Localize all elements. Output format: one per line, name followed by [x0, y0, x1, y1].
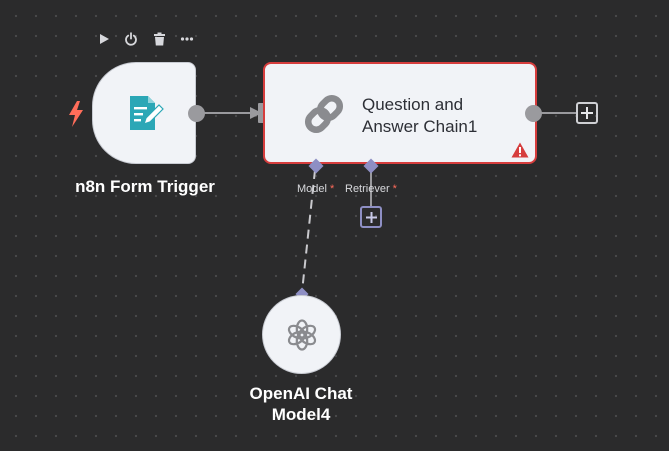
openai-model-label: OpenAI Chat Model4 [216, 383, 386, 425]
lightning-icon [69, 101, 83, 127]
add-output-node-button[interactable] [576, 102, 598, 124]
node-qa-chain[interactable]: Question and Answer Chain1 [263, 62, 537, 164]
power-icon [125, 32, 137, 46]
openai-icon [287, 318, 316, 351]
form-edit-icon [130, 96, 164, 130]
chain-title-line2: Answer Chain1 [362, 117, 478, 136]
play-icon [100, 34, 109, 44]
openai-label-line1: OpenAI Chat [249, 384, 353, 403]
deactivate-node-button[interactable] [122, 30, 140, 48]
plus-icon [581, 107, 593, 119]
node-openai-chat-model[interactable] [262, 295, 341, 374]
model-port-text: Model [297, 183, 327, 195]
model-required-marker: * [329, 183, 335, 195]
form-trigger-label: n8n Form Trigger [75, 177, 215, 196]
connection-arrow [250, 107, 262, 119]
plus-icon [365, 211, 377, 223]
retriever-required-marker: * [392, 183, 397, 195]
warning-icon [511, 142, 529, 158]
delete-node-button[interactable] [150, 30, 168, 48]
chain-input-port[interactable] [258, 103, 267, 123]
trash-icon [153, 32, 165, 46]
link-icon [304, 94, 344, 134]
add-retriever-button[interactable] [360, 206, 382, 228]
chain-title-line1: Question and [362, 95, 464, 114]
more-icon [180, 37, 194, 41]
retriever-port-diamond[interactable] [363, 158, 379, 174]
node-form-trigger[interactable] [92, 62, 196, 164]
chain-output-port[interactable] [525, 105, 542, 122]
model-port-diamond[interactable] [308, 158, 324, 174]
form-output-port[interactable] [188, 105, 205, 122]
model-port-label: Model* [297, 183, 334, 195]
openai-label-line2: Model4 [271, 405, 331, 424]
connection-model-dashed[interactable] [301, 169, 316, 293]
execute-node-button[interactable] [95, 30, 113, 48]
more-options-button[interactable] [178, 30, 196, 48]
retriever-port-text: Retriever [345, 183, 390, 195]
retriever-port-label: Retriever* [345, 183, 397, 195]
chain-title: Question and Answer Chain1 [362, 94, 522, 138]
